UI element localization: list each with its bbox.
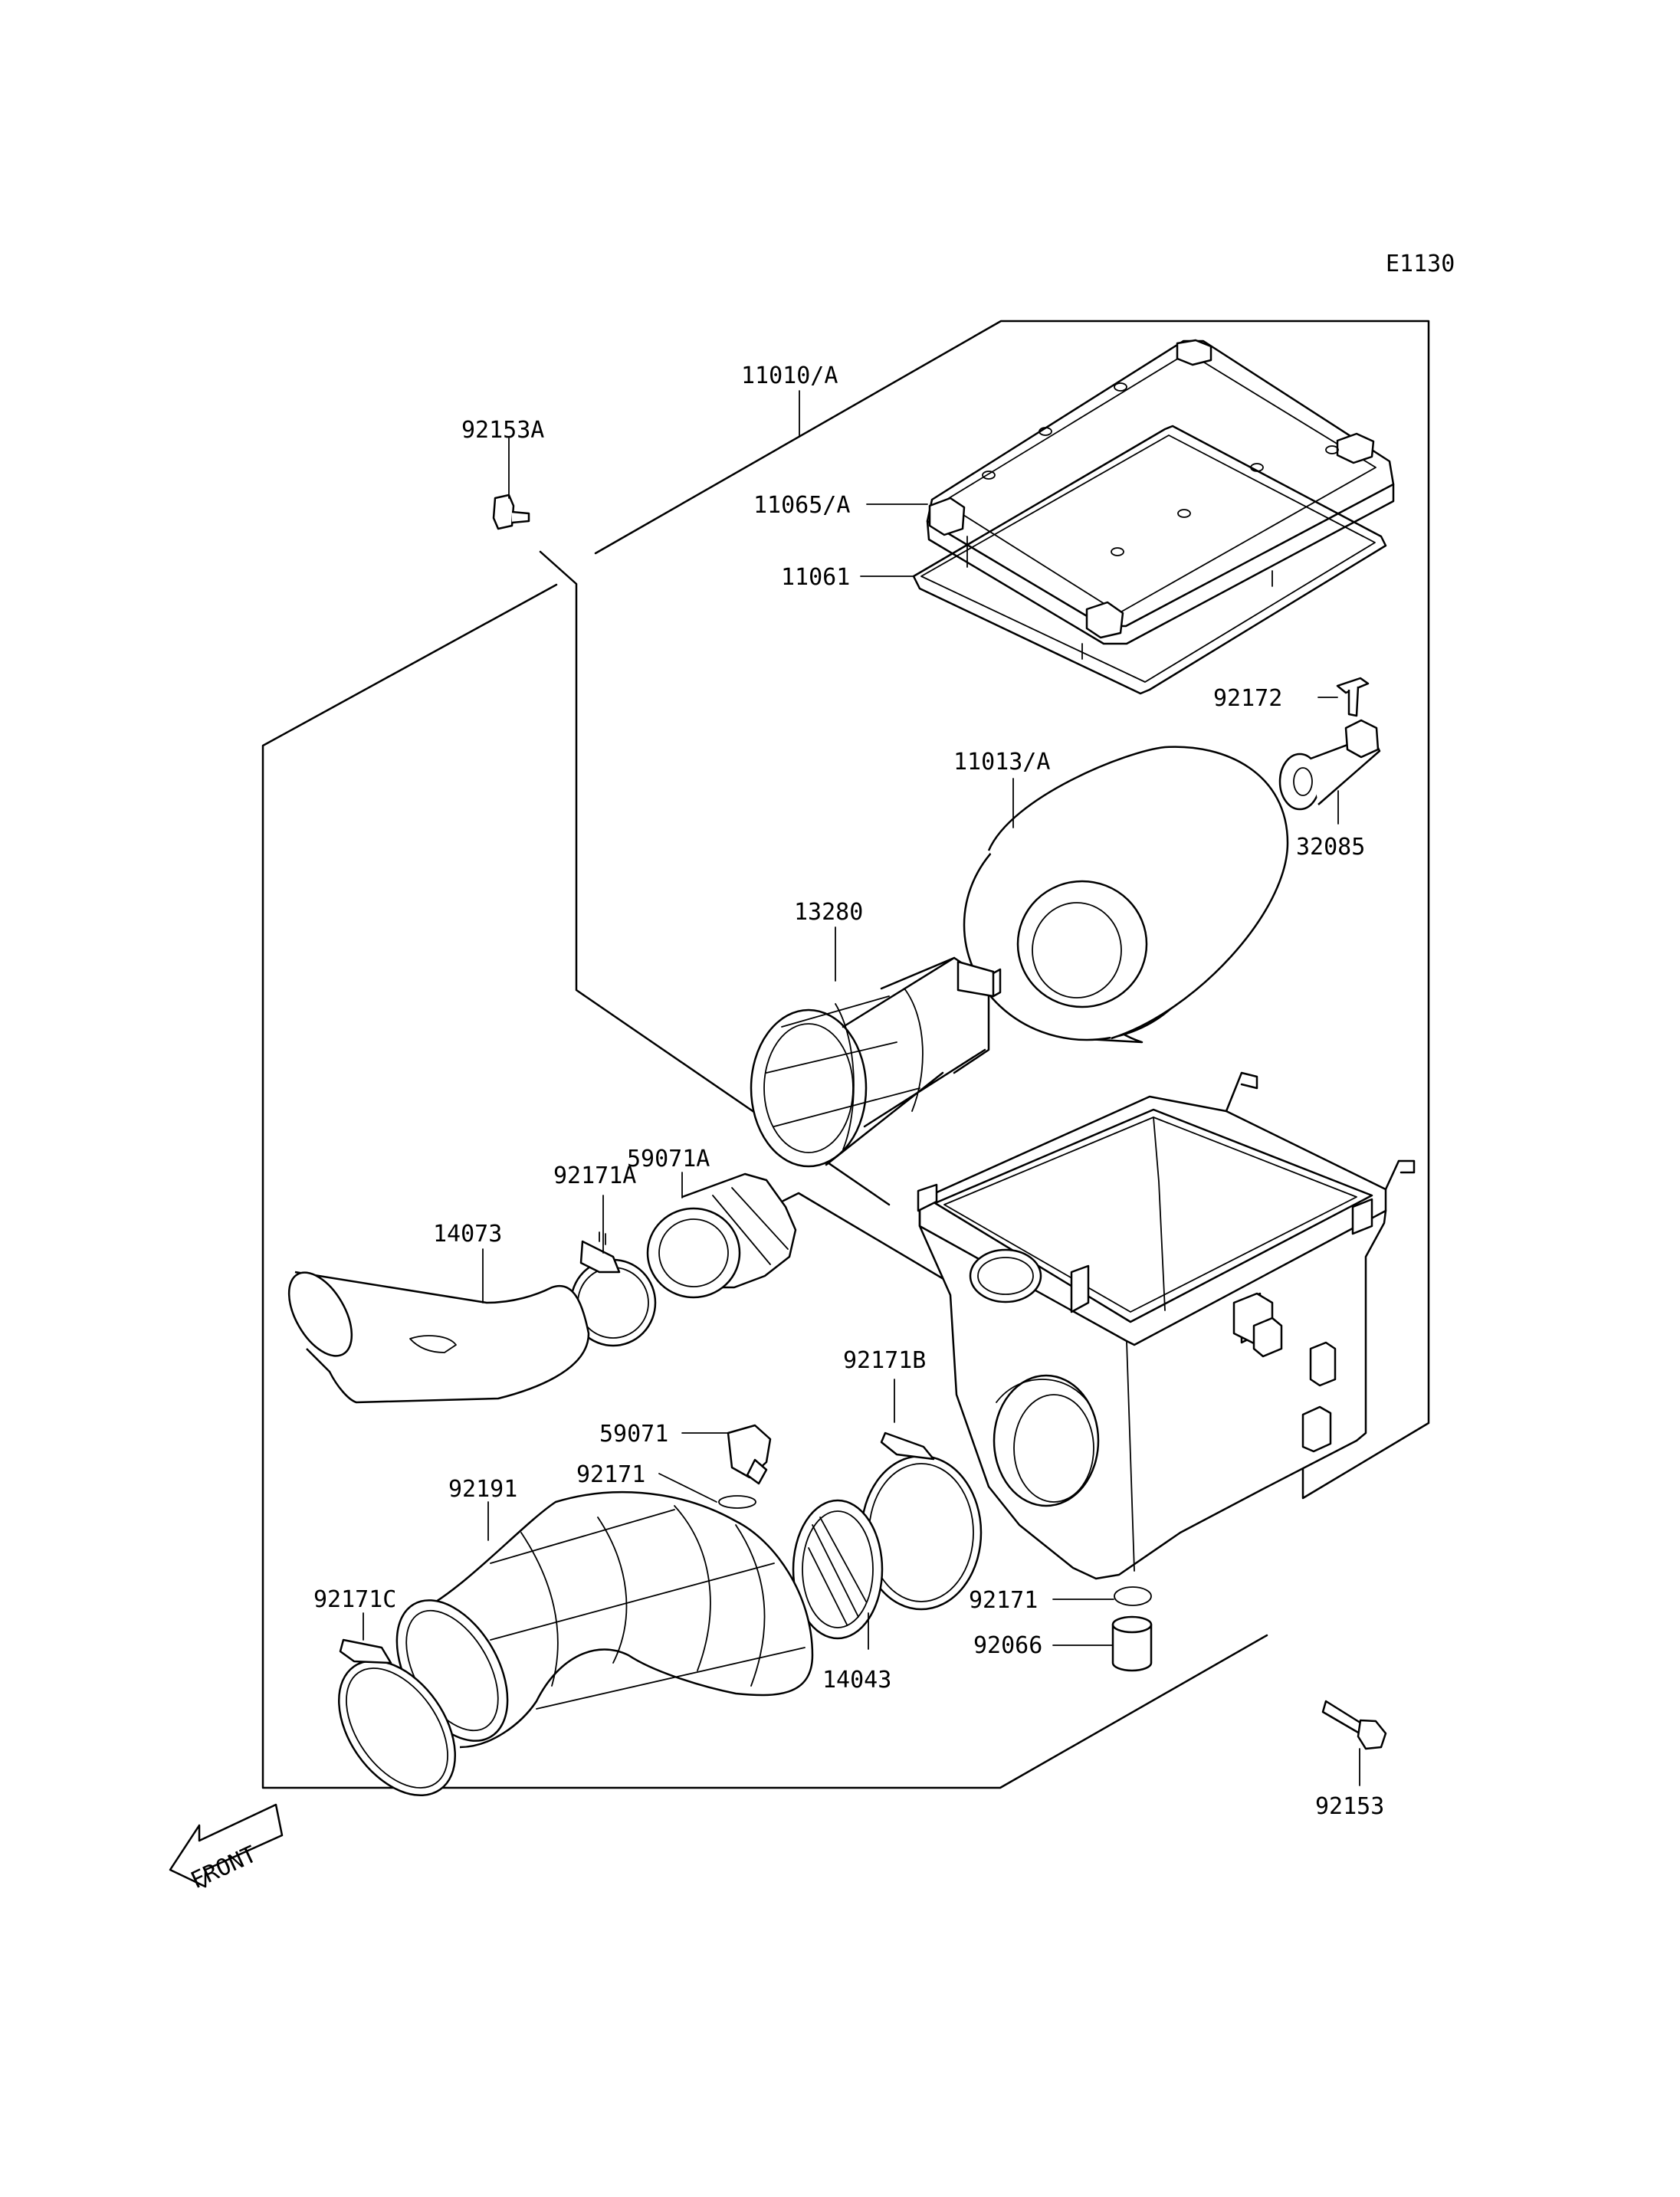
part-label-92153: 92153 bbox=[1315, 1793, 1384, 1820]
part-label-92171-right: 92171 bbox=[969, 1587, 1038, 1614]
part-label-92171a: 92171A bbox=[553, 1162, 636, 1189]
air-cleaner-cover bbox=[926, 339, 1395, 660]
bolt-92153A bbox=[492, 494, 530, 530]
leader-lines bbox=[363, 390, 1360, 1786]
part-label-92066: 92066 bbox=[973, 1632, 1042, 1659]
part-labels: 11010/A 92153A 11065/A 11061 92172 11013… bbox=[313, 362, 1384, 1820]
bracket-32085 bbox=[1278, 719, 1381, 811]
part-label-14073: 14073 bbox=[433, 1221, 502, 1248]
part-label-11010a: 11010/A bbox=[741, 362, 838, 389]
filter-cage bbox=[750, 956, 1002, 1168]
part-label-92171b: 92171B bbox=[843, 1347, 926, 1374]
part-label-14043: 14043 bbox=[822, 1667, 891, 1694]
screw-92172 bbox=[1336, 677, 1370, 717]
clamp-92171C bbox=[337, 1638, 457, 1797]
bolt-92153 bbox=[1321, 1700, 1387, 1750]
small-clamp-92171-right bbox=[1114, 1586, 1152, 1606]
part-label-11061: 11061 bbox=[781, 564, 850, 591]
part-label-92153a: 92153A bbox=[461, 417, 544, 444]
screen-14043 bbox=[792, 1499, 884, 1640]
diagram-code: E1130 bbox=[1386, 251, 1455, 277]
part-label-92191: 92191 bbox=[448, 1476, 517, 1503]
part-label-92172: 92172 bbox=[1213, 685, 1282, 712]
intake-duct-14073 bbox=[287, 1271, 590, 1404]
part-label-11013a: 11013/A bbox=[953, 749, 1050, 776]
part-label-92171c: 92171C bbox=[313, 1586, 396, 1613]
cover-gasket bbox=[912, 425, 1387, 695]
clamp-92171A bbox=[569, 1231, 657, 1347]
intake-boot-92191 bbox=[395, 1491, 814, 1749]
air-cleaner-case bbox=[917, 1071, 1416, 1580]
part-label-11065a: 11065/A bbox=[753, 492, 850, 519]
duct-connector-59071A bbox=[646, 1172, 797, 1299]
part-label-32085: 32085 bbox=[1296, 834, 1365, 861]
sleeve-92066 bbox=[1111, 1615, 1153, 1672]
fitting-59071 bbox=[727, 1424, 772, 1485]
air-filter-element bbox=[963, 746, 1289, 1044]
part-label-13280: 13280 bbox=[794, 899, 863, 926]
assembly-frame bbox=[261, 320, 1430, 1789]
part-label-59071: 59071 bbox=[599, 1421, 668, 1448]
front-arrow: FRONT bbox=[169, 1803, 284, 1894]
part-label-59071a: 59071A bbox=[627, 1146, 710, 1172]
part-label-92171-left: 92171 bbox=[576, 1461, 645, 1488]
small-clamp-92171-left bbox=[718, 1495, 756, 1509]
